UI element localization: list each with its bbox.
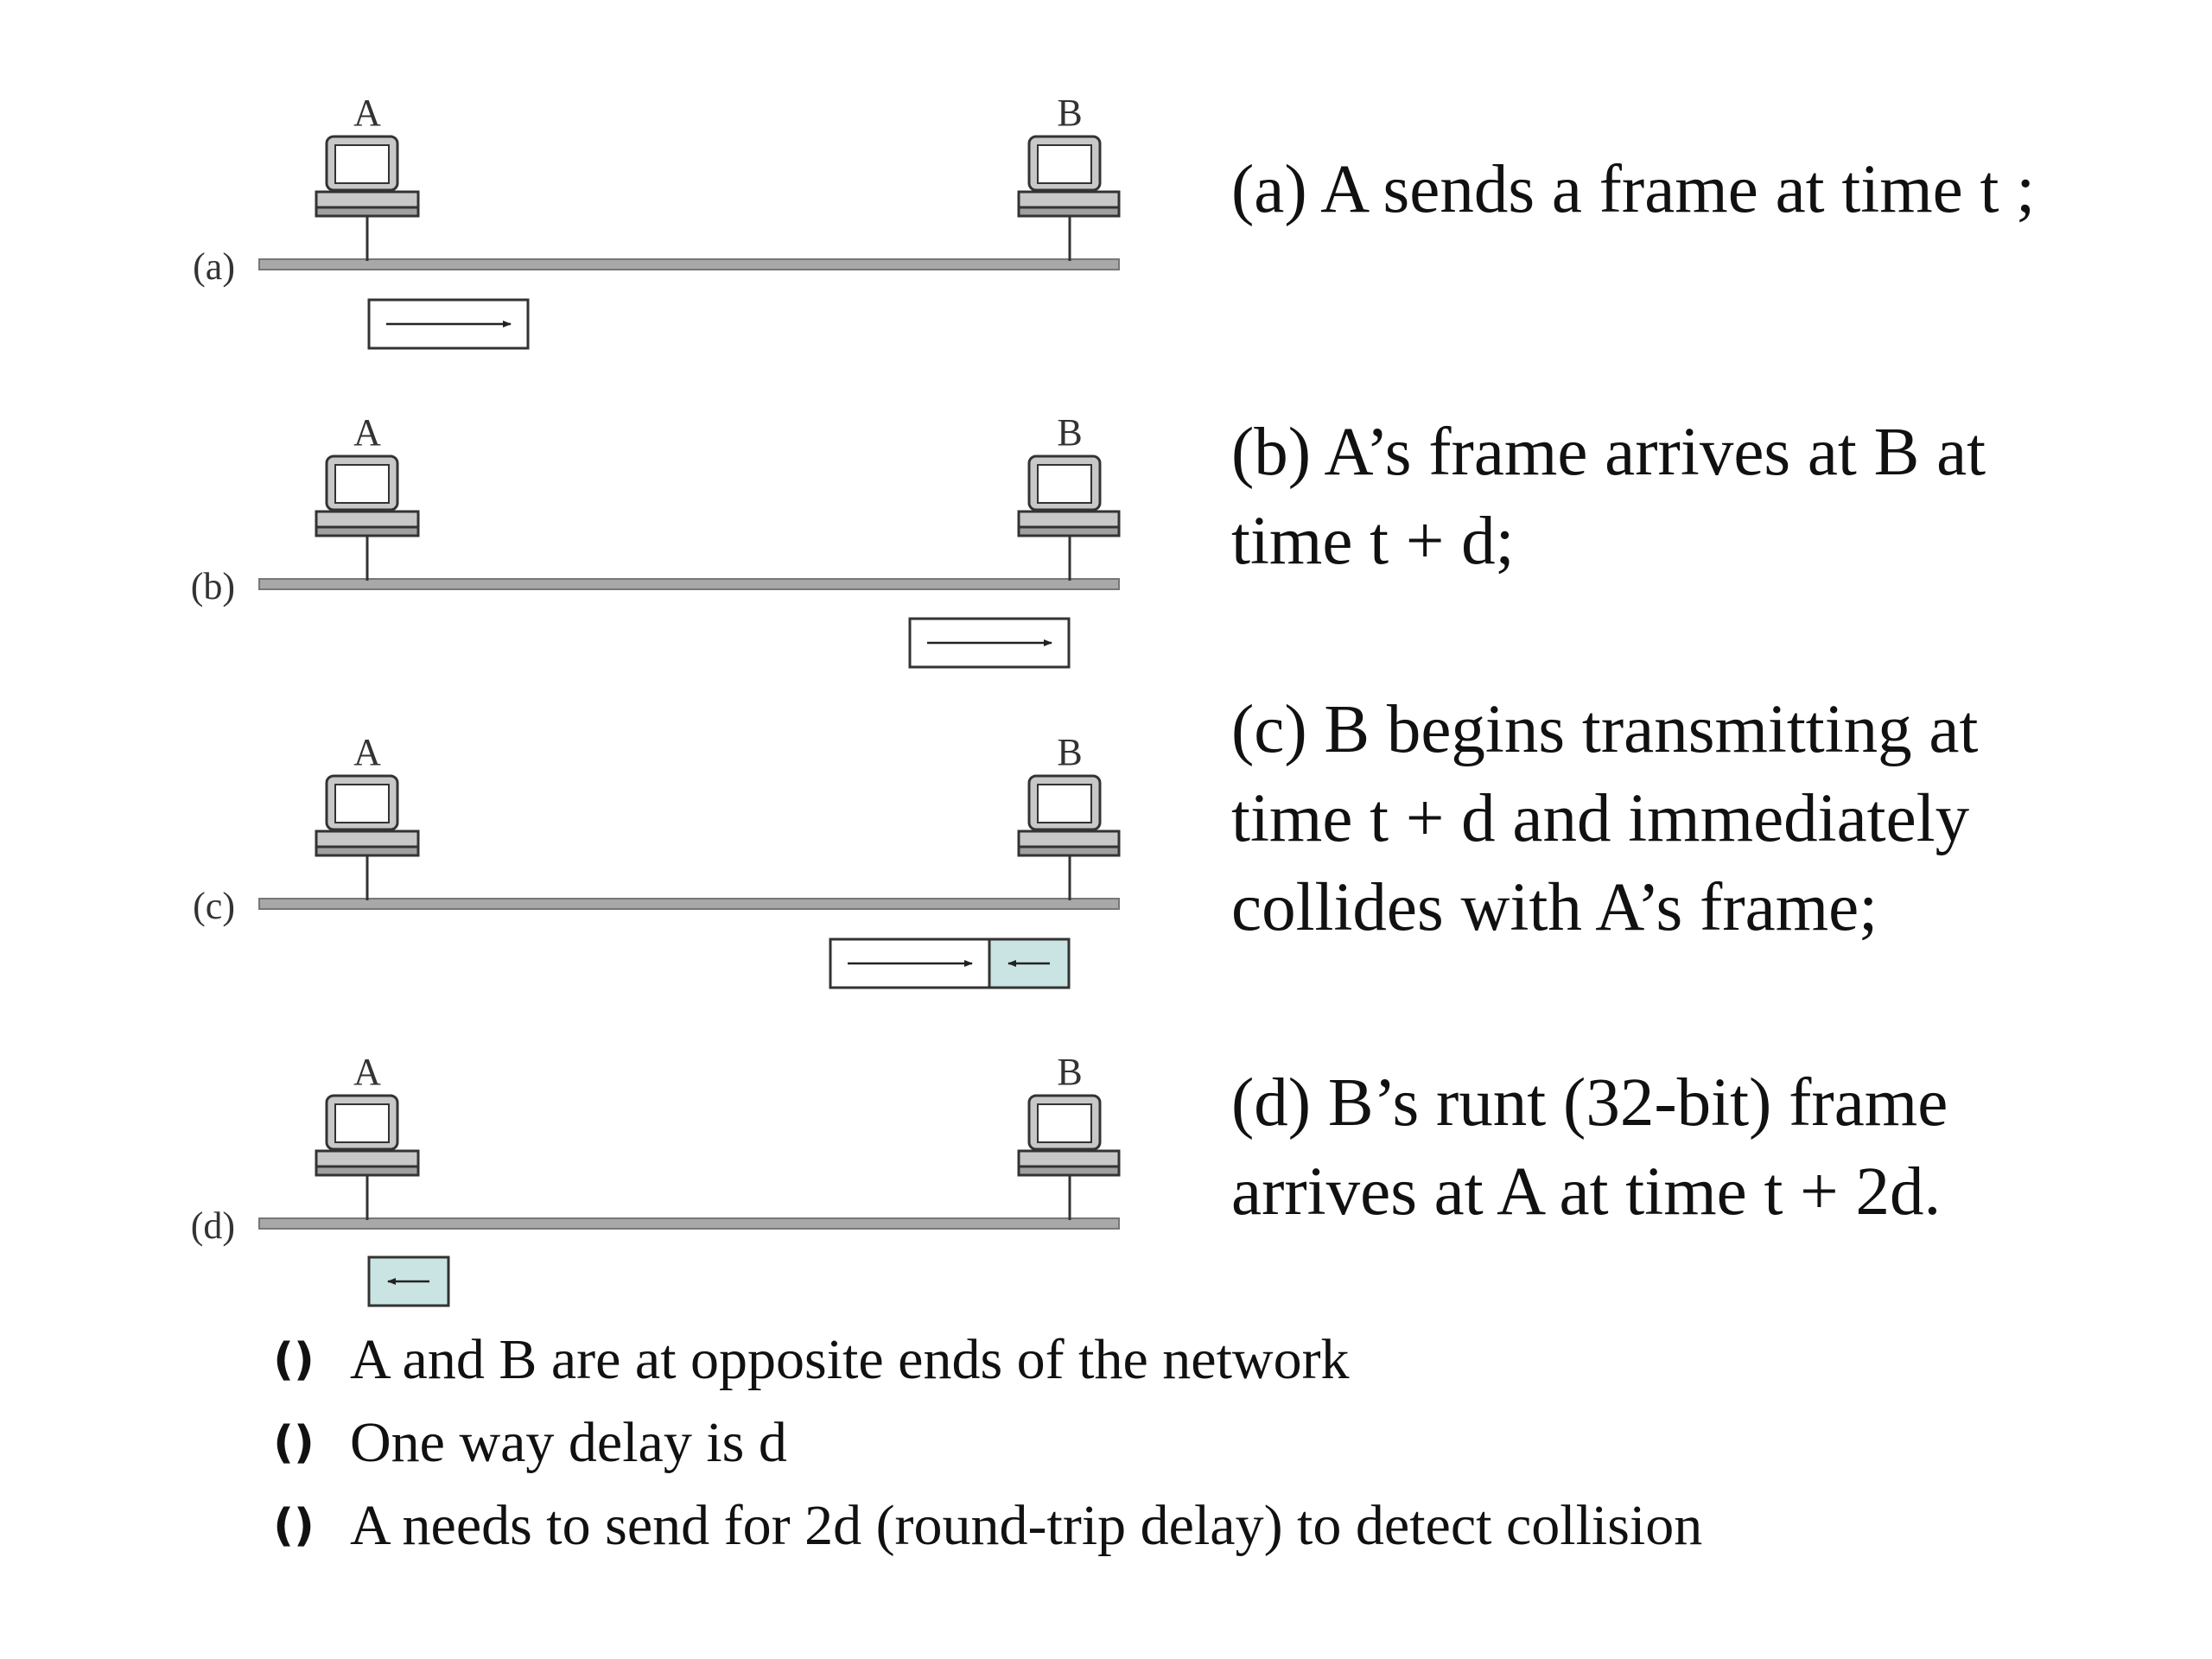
panel-c-frame-from-a bbox=[829, 938, 991, 989]
caption-line: (c) B begins transmitting at bbox=[1231, 692, 1979, 767]
panel-c-frame-from-b bbox=[988, 938, 1071, 989]
bullet-icon: () bbox=[273, 1334, 315, 1386]
panel-c-caption: (c) B begins transmitting at time t + d … bbox=[1231, 685, 2190, 952]
panel-d-label: (d) bbox=[191, 1205, 235, 1247]
bullet-item: () One way delay is d bbox=[268, 1402, 2169, 1484]
panel-a-node-b-label: B bbox=[1057, 92, 1082, 134]
panel-b-computer-a: A bbox=[315, 411, 420, 581]
panel-a: (a) A B bbox=[193, 92, 1121, 350]
bullet-item: () A and B are at opposite ends of the n… bbox=[268, 1319, 2169, 1402]
bullet-text: A and B are at opposite ends of the netw… bbox=[350, 1328, 1350, 1391]
panel-b-frame-from-a bbox=[908, 617, 1071, 669]
caption-line: (d) B’s runt (32-bit) frame bbox=[1231, 1065, 1948, 1141]
panel-a-frame-from-a bbox=[367, 298, 530, 350]
panel-b-label: (b) bbox=[191, 565, 235, 607]
caption-line: collides with A’s frame; bbox=[1231, 870, 1878, 945]
panel-b-computer-b: B bbox=[1017, 411, 1121, 581]
panel-d-node-b-label: B bbox=[1057, 1051, 1082, 1093]
panel-d-computer-b: B bbox=[1017, 1051, 1121, 1220]
bullet-list: () A and B are at opposite ends of the n… bbox=[268, 1319, 2169, 1567]
panel-a-computer-b: B bbox=[1017, 92, 1121, 261]
panel-c-computer-b: B bbox=[1017, 731, 1121, 900]
panel-a-caption: (a) A sends a frame at time t ; bbox=[1231, 145, 2190, 234]
panel-c-node-a-label: A bbox=[353, 731, 381, 773]
panel-d-caption: (d) B’s runt (32-bit) frame arrives at A… bbox=[1231, 1058, 2190, 1236]
panel-c-node-b-label: B bbox=[1057, 731, 1082, 773]
bullet-text: One way delay is d bbox=[350, 1411, 787, 1474]
panel-b-ethernet-cable bbox=[258, 578, 1120, 590]
panel-c-ethernet-cable bbox=[258, 898, 1120, 910]
panel-d-runt-frame-from-b bbox=[367, 1255, 450, 1307]
panel-c-computer-a: A bbox=[315, 731, 420, 900]
bullet-icon: () bbox=[273, 1500, 315, 1552]
panel-a-node-a-label: A bbox=[353, 92, 381, 134]
caption-line: (a) A sends a frame at time t ; bbox=[1231, 152, 2036, 227]
panel-d-ethernet-cable bbox=[258, 1217, 1120, 1230]
caption-line: (b) A’s frame arrives at B at bbox=[1231, 415, 1986, 490]
panel-b: (b) A B bbox=[191, 411, 1121, 669]
panel-a-label: (a) bbox=[193, 245, 235, 288]
panel-d-computer-a: A bbox=[315, 1051, 420, 1220]
panel-d-node-a-label: A bbox=[353, 1051, 381, 1093]
bullet-item: () A needs to send for 2d (round-trip de… bbox=[268, 1484, 2169, 1567]
panel-b-node-a-label: A bbox=[353, 411, 381, 454]
panel-c-label: (c) bbox=[193, 885, 235, 927]
caption-line: arrives at A at time t + 2d. bbox=[1231, 1154, 1942, 1230]
bullet-icon: () bbox=[273, 1417, 315, 1469]
bullet-text: A needs to send for 2d (round-trip delay… bbox=[350, 1494, 1703, 1557]
panel-a-ethernet-cable bbox=[258, 258, 1120, 270]
panel-a-computer-a: A bbox=[315, 92, 420, 261]
panel-c: (c) A B bbox=[193, 731, 1121, 989]
panel-b-node-b-label: B bbox=[1057, 411, 1082, 454]
caption-line: time t + d; bbox=[1231, 504, 1515, 579]
panel-d: (d) A B bbox=[191, 1051, 1121, 1307]
panel-b-caption: (b) A’s frame arrives at B at time t + d… bbox=[1231, 408, 2190, 586]
caption-line: time t + d and immediately bbox=[1231, 781, 1970, 856]
